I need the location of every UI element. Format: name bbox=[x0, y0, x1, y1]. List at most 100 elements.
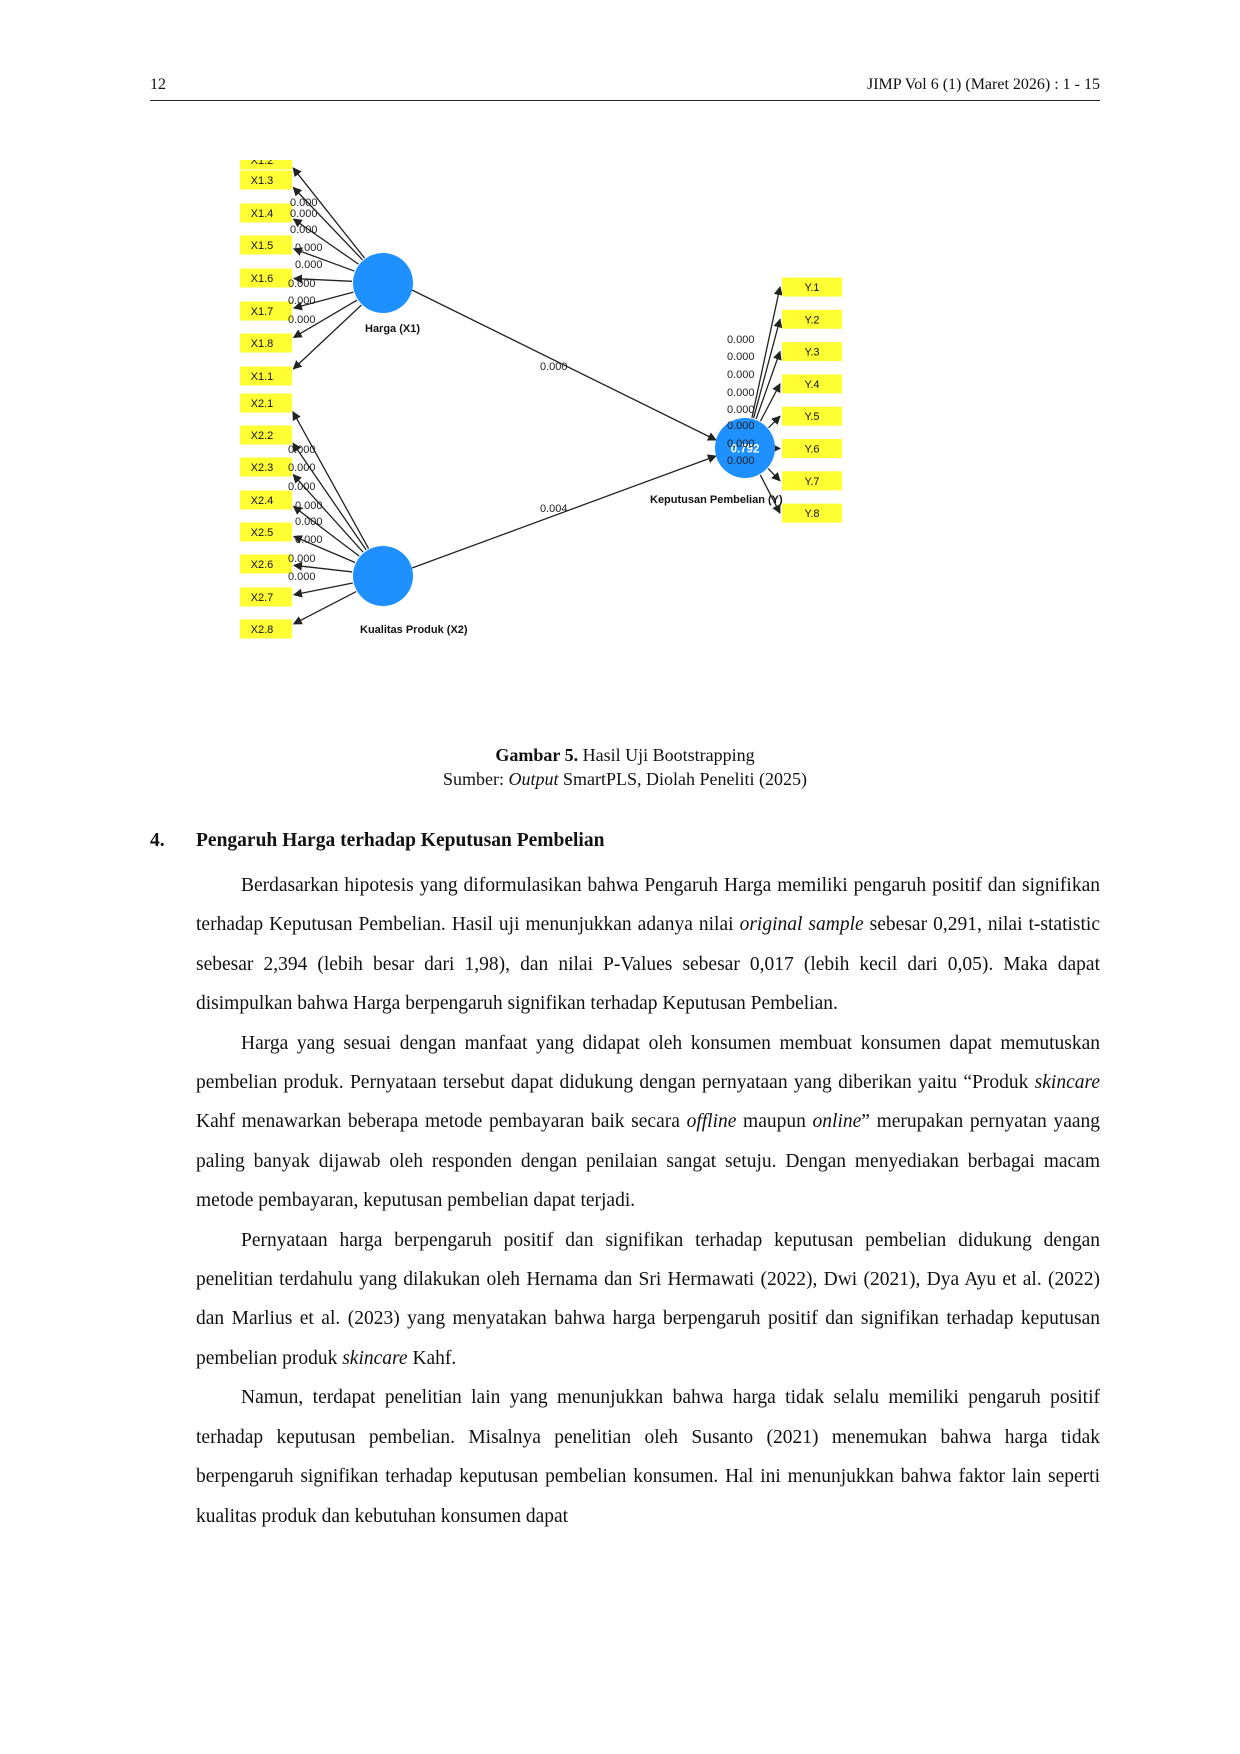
keputusan-loading-value: 0.000 bbox=[727, 387, 755, 399]
indicator-y-6-box bbox=[782, 439, 842, 458]
loading-arrow-x1-4 bbox=[292, 218, 359, 265]
loading-arrow-y-5 bbox=[768, 415, 781, 429]
source-italic: Output bbox=[508, 769, 559, 789]
indicator-y-7-box bbox=[782, 471, 842, 491]
figure-caption: Gambar 5. Hasil Uji Bootstrapping bbox=[150, 743, 1100, 767]
keputusan-loading-value: 0.000 bbox=[727, 420, 755, 432]
paragraph-1: Berdasarkan hipotesis yang diformulasika… bbox=[196, 875, 1100, 1015]
indicator-y-1-box bbox=[782, 277, 842, 297]
section-number: 4. bbox=[150, 830, 165, 851]
loading-arrow-x1-2 bbox=[292, 167, 366, 259]
section-title: Pengaruh Harga terhadap Keputusan Pembel… bbox=[196, 830, 605, 851]
indicator-x1-3-box bbox=[240, 170, 292, 190]
kualitas-loading-value: 0.000 bbox=[288, 462, 316, 474]
loading-arrow-x2-5 bbox=[292, 535, 356, 564]
section-body: Berdasarkan hipotesis yang diformulasika… bbox=[196, 866, 1100, 1536]
keputusan-loading-value: 0.000 bbox=[727, 369, 755, 381]
loading-arrow-x1-5 bbox=[292, 247, 355, 272]
loading-arrow-x2-8 bbox=[292, 591, 357, 625]
indicator-x2-3-label: X2.3 bbox=[251, 462, 274, 474]
kualitas-produk-construct-node bbox=[353, 546, 413, 606]
indicator-x2-8-label: X2.8 bbox=[251, 624, 274, 636]
figure-source: Sumber: Output SmartPLS, Diolah Peneliti… bbox=[150, 767, 1100, 791]
path-arrow-kualitas bbox=[411, 454, 717, 569]
loading-arrow-x1-1 bbox=[292, 304, 362, 370]
caption-label: Gambar 5. bbox=[495, 745, 579, 765]
harga-loading-value: 0.000 bbox=[290, 208, 318, 220]
harga-construct-label: Harga (X1) bbox=[365, 323, 420, 335]
path-value-harga: 0.000 bbox=[540, 361, 568, 373]
indicator-x1-4-box bbox=[240, 203, 292, 223]
indicator-y-5-box bbox=[782, 406, 842, 426]
path-value-kualitas: 0.004 bbox=[540, 503, 568, 515]
loading-arrow-y-2 bbox=[752, 318, 783, 419]
loading-arrow-y-4 bbox=[759, 383, 781, 422]
paragraph-3: Pernyataan harga berpengaruh positif dan… bbox=[196, 1229, 1100, 1369]
keputusan-loading-value: 0.000 bbox=[727, 455, 755, 467]
indicator-y-5-label: Y.5 bbox=[804, 411, 819, 423]
harga-loading-value: 0.000 bbox=[295, 259, 323, 271]
loading-arrow-x2-7 bbox=[292, 582, 353, 598]
indicator-x2-6-label: X2.6 bbox=[251, 559, 274, 571]
kualitas-loading-value: 0.000 bbox=[288, 481, 316, 493]
indicator-y-6-label: Y.6 bbox=[804, 444, 819, 456]
paragraph-2: Harga yang sesuai dengan manfaat yang di… bbox=[196, 1032, 1101, 1212]
indicator-y-2-box bbox=[782, 309, 842, 329]
harga-construct-node bbox=[353, 253, 413, 313]
keputusan-loading-value: 0.000 bbox=[727, 438, 755, 450]
path-arrow-harga bbox=[411, 289, 717, 441]
keputusan-loading-value: 0.000 bbox=[727, 334, 755, 346]
loading-arrow-y-8 bbox=[759, 474, 781, 514]
indicator-x2-6-box bbox=[240, 554, 292, 574]
loading-arrow-x1-3 bbox=[292, 186, 363, 261]
indicator-y-3-box bbox=[782, 342, 842, 362]
kualitas-loading-value: 0.000 bbox=[288, 444, 316, 456]
indicator-x1-2-label: X1.2 bbox=[251, 160, 274, 167]
harga-loading-value: 0.000 bbox=[288, 295, 316, 307]
paragraph-4: Namun, terdapat penelitian lain yang men… bbox=[196, 1387, 1100, 1527]
indicator-x2-1-label: X2.1 bbox=[251, 398, 274, 410]
indicator-x2-1-box bbox=[240, 393, 292, 413]
indicator-y-4-box bbox=[782, 374, 842, 394]
indicator-x2-8-box bbox=[240, 619, 292, 639]
kualitas-loading-value: 0.000 bbox=[295, 500, 323, 512]
keputusan-pembelian-construct-label: Keputusan Pembelian (Y) bbox=[650, 494, 783, 506]
section-heading: 4. Pengaruh Harga terhadap Keputusan Pemb… bbox=[150, 830, 604, 852]
indicator-x2-2-box bbox=[240, 425, 292, 445]
source-rest: SmartPLS, Diolah Peneliti (2025) bbox=[563, 769, 807, 789]
indicator-x1-5-box bbox=[240, 235, 292, 255]
kualitas-produk-construct-label: Kualitas Produk (X2) bbox=[360, 624, 468, 636]
loading-arrow-y-7 bbox=[767, 468, 781, 482]
loading-arrow-x1-6 bbox=[292, 274, 353, 284]
indicator-y-8-label: Y.8 bbox=[804, 508, 819, 520]
indicator-x2-5-box bbox=[240, 522, 292, 542]
source-prefix: Sumber: bbox=[443, 769, 504, 789]
indicator-x1-6-label: X1.6 bbox=[251, 273, 274, 285]
page-number: 12 bbox=[150, 76, 166, 93]
indicator-x2-4-label: X2.4 bbox=[251, 495, 274, 507]
keputusan-loading-value: 0.000 bbox=[727, 351, 755, 363]
kualitas-loading-value: 0.000 bbox=[295, 534, 323, 546]
indicator-y-1-label: Y.1 bbox=[804, 282, 819, 294]
indicator-y-7-label: Y.7 bbox=[804, 476, 819, 488]
indicator-x2-4-box bbox=[240, 490, 292, 510]
indicator-x2-5-label: X2.5 bbox=[251, 527, 274, 539]
kualitas-loading-value: 0.000 bbox=[288, 553, 316, 565]
kualitas-loading-value: 0.000 bbox=[288, 571, 316, 583]
indicator-x1-8-label: X1.8 bbox=[251, 338, 274, 350]
indicator-x1-2-box bbox=[240, 160, 292, 170]
keputusan-r-squared: 0.792 bbox=[731, 444, 760, 456]
indicator-x2-7-box bbox=[240, 587, 292, 607]
caption-title: Hasil Uji Bootstrapping bbox=[582, 745, 755, 765]
loading-arrow-y-3 bbox=[755, 350, 782, 420]
bootstrapping-path-diagram: 0.792 Harga (X1) Kualitas Produk (X2) Ke… bbox=[240, 160, 842, 639]
journal-reference: JIMP Vol 6 (1) (Maret 2026) : 1 - 15 bbox=[866, 76, 1100, 93]
indicator-x1-6-box bbox=[240, 268, 292, 288]
indicator-x1-7-label: X1.7 bbox=[251, 306, 274, 318]
harga-loading-value: 0.000 bbox=[290, 197, 318, 209]
loading-arrow-x2-3 bbox=[292, 473, 364, 553]
loading-arrow-y-1 bbox=[751, 286, 783, 418]
harga-loading-value: 0.000 bbox=[288, 314, 316, 326]
keputusan-loading-value: 0.000 bbox=[727, 404, 755, 416]
loading-arrow-x1-8 bbox=[292, 299, 358, 339]
